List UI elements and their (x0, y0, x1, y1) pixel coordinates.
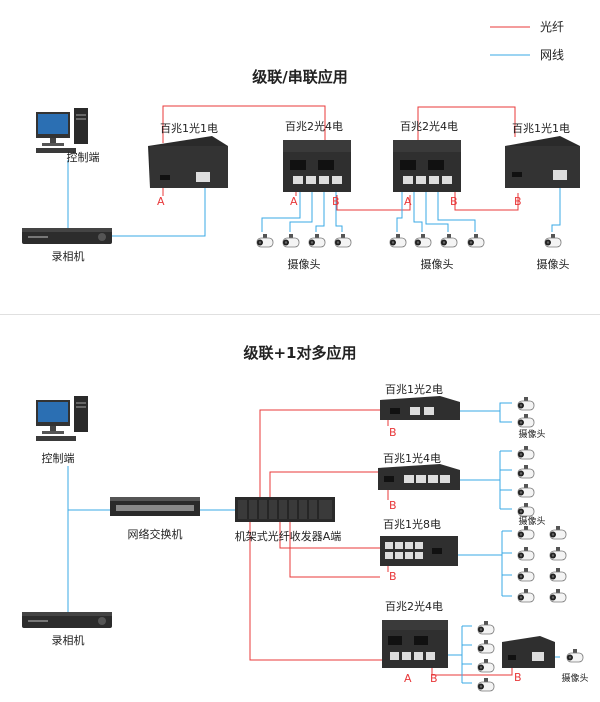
fiber-rack (235, 497, 335, 522)
camera-group-3-label: 摄像头 (537, 257, 570, 271)
conv-2o4e (382, 620, 448, 668)
section2-links (67, 402, 560, 684)
port-label-conv2-b: B (332, 195, 340, 208)
camera-group-1o8e (517, 525, 567, 603)
conv-1o8e (380, 536, 458, 566)
camera-group-3 (544, 233, 562, 248)
section1-links (67, 105, 561, 237)
port-label-conv3-a: A (404, 195, 412, 208)
conv-1o4e (378, 464, 460, 490)
port-label-2o4e-b: B (430, 672, 438, 685)
camera-small (566, 648, 584, 663)
control-pc-1 (36, 108, 88, 153)
port-label-small-b: B (514, 671, 522, 684)
converter3-label: 百兆2光4电 (400, 119, 458, 133)
camera-small-label: 摄像头 (561, 672, 588, 684)
control-pc-1-label: 控制端 (67, 150, 100, 164)
nvr-2 (22, 612, 112, 628)
nvr-1 (22, 228, 112, 244)
port-label-conv4-b: B (514, 195, 522, 208)
converter1-label: 百兆1光1电 (160, 121, 218, 135)
conv-small (502, 636, 555, 668)
converter4 (505, 136, 580, 188)
network-switch (110, 497, 200, 516)
port-label-conv2-a: A (290, 195, 298, 208)
conv-1o4e-label: 百兆1光4电 (383, 451, 441, 465)
section1-title: 级联/串联应用 (252, 68, 347, 86)
conv-1o2e-label: 百兆1光2电 (385, 382, 443, 396)
camera-group-2-label: 摄像头 (421, 257, 454, 271)
converter3 (393, 140, 461, 192)
control-pc-2 (36, 396, 88, 441)
camera-group-1o2e (517, 396, 535, 428)
section-divider (0, 314, 600, 315)
converter2 (283, 140, 351, 192)
nvr-2-label: 录相机 (52, 633, 85, 647)
conv-1o2e (380, 396, 460, 420)
network-switch-label: 网络交换机 (128, 527, 183, 541)
camera-group-1o2e-label: 摄像头 (518, 428, 545, 440)
port-label-2o4e-a: A (404, 672, 412, 685)
converter4-label: 百兆1光1电 (512, 121, 570, 135)
nvr-1-label: 录相机 (52, 249, 85, 263)
camera-group-1o4e-label: 摄像头 (518, 515, 545, 527)
port-label-1o4e-b: B (389, 499, 397, 512)
legend: 光纤 网线 (490, 20, 564, 62)
camera-group-1 (256, 233, 352, 248)
fiber-rack-label: 机架式光纤收发器A端 (235, 529, 342, 543)
converter1 (148, 136, 228, 188)
camera-group-1o4e (517, 445, 535, 517)
control-pc-2-label: 控制端 (42, 451, 75, 465)
port-label-conv1-a: A (157, 195, 165, 208)
conv-1o8e-label: 百兆1光8电 (383, 517, 441, 531)
legend-network-label: 网线 (540, 48, 564, 62)
camera-group-2o4e (477, 620, 495, 692)
section2-title: 级联+1对多应用 (243, 344, 356, 362)
camera-group-1-label: 摄像头 (288, 257, 321, 271)
legend-fiber-label: 光纤 (540, 20, 564, 34)
port-label-1o8e-b: B (389, 570, 397, 583)
port-label-conv3-b: B (450, 195, 458, 208)
converter2-label: 百兆2光4电 (285, 119, 343, 133)
camera-group-2 (389, 233, 485, 248)
port-label-1o2e-b: B (389, 426, 397, 439)
conv-2o4e-label: 百兆2光4电 (385, 599, 443, 613)
